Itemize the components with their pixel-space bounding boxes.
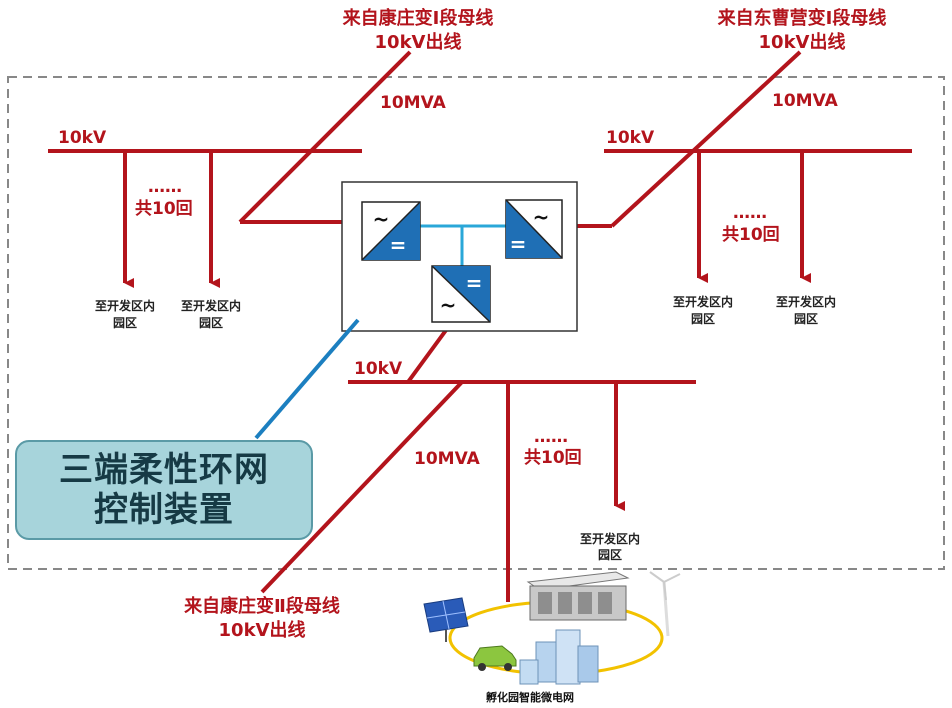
dc-symbol-bottom: = <box>466 271 483 295</box>
electric-car-icon <box>473 645 517 671</box>
incoming-line-top-right <box>610 50 802 228</box>
bus-right-voltage: 10kV <box>606 128 655 148</box>
dest-right-1-line1: 至开发区内 <box>673 294 733 309</box>
dest-left-1-line1: 至开发区内 <box>95 298 155 313</box>
dest-bottom-line2: 园区 <box>598 548 622 562</box>
controller-callout: 三端柔性环网 控制装置 <box>15 440 313 540</box>
ac-symbol-right: ~ <box>533 205 550 229</box>
dest-right-2-line2: 园区 <box>794 312 818 326</box>
microgrid-label: 孵化园智能微电网 <box>486 690 574 704</box>
source-top-right-line1: 来自东曹营变Ⅰ段母线 <box>717 7 887 29</box>
ac-symbol-bottom: ~ <box>440 293 457 317</box>
storage-container <box>526 571 630 621</box>
buildings-icon <box>519 629 599 685</box>
dc-symbol-left: = <box>390 233 407 257</box>
dest-bottom-line1: 至开发区内 <box>580 531 640 546</box>
incoming-line-bottom <box>260 380 464 594</box>
dest-left-2-line2: 园区 <box>199 316 223 330</box>
source-top-right-line2: 10kV出线 <box>759 31 846 53</box>
converter-right: ~ = <box>505 199 563 259</box>
source-bottom-line2: 10kV出线 <box>219 619 306 641</box>
bus-bottom-voltage: 10kV <box>354 359 403 379</box>
callout-title-line2: 控制装置 <box>94 490 234 530</box>
converter-bottom: = ~ <box>431 265 491 323</box>
feeder-left-dots: …… <box>148 177 182 197</box>
three-terminal-converter: ~ = ~ = = ~ <box>341 181 578 332</box>
dest-left-2-line1: 至开发区内 <box>181 298 241 313</box>
ac-symbol-left: ~ <box>373 207 390 231</box>
boundary-dashed-frame <box>7 76 945 570</box>
dest-left-1-line2: 园区 <box>113 316 137 330</box>
converter-left: ~ = <box>361 201 421 261</box>
source-bottom-line1: 来自康庄变Ⅱ段母线 <box>183 595 340 617</box>
solar-panel-icon <box>423 597 469 642</box>
feeder-right-dots: …… <box>733 203 767 223</box>
capacity-bottom: 10MVA <box>414 449 481 469</box>
dest-right-1-line2: 园区 <box>691 312 715 326</box>
source-top-left-line2: 10kV出线 <box>375 31 462 53</box>
feeder-bottom-dots: …… <box>534 427 568 447</box>
bus-left-voltage: 10kV <box>58 128 107 148</box>
capacity-top-right: 10MVA <box>772 91 839 111</box>
capacity-top-left: 10MVA <box>380 93 447 113</box>
microgrid-illustration: 孵化园智能微电网 <box>423 571 681 704</box>
feeder-left-count: 共10回 <box>135 199 193 219</box>
link-converter-to-bottom-bus <box>406 320 454 384</box>
incoming-line-top-left <box>238 50 412 224</box>
dc-symbol-right: = <box>510 232 527 256</box>
dest-right-2-line1: 至开发区内 <box>776 294 836 309</box>
callout-title-line1: 三端柔性环网 <box>59 450 269 490</box>
source-top-left-line1: 来自康庄变Ⅰ段母线 <box>342 7 494 29</box>
wind-turbine-icon <box>649 571 681 637</box>
feeder-bottom-count: 共10回 <box>524 448 582 468</box>
callout-pointer <box>254 318 360 440</box>
feeder-right-count: 共10回 <box>722 225 780 245</box>
